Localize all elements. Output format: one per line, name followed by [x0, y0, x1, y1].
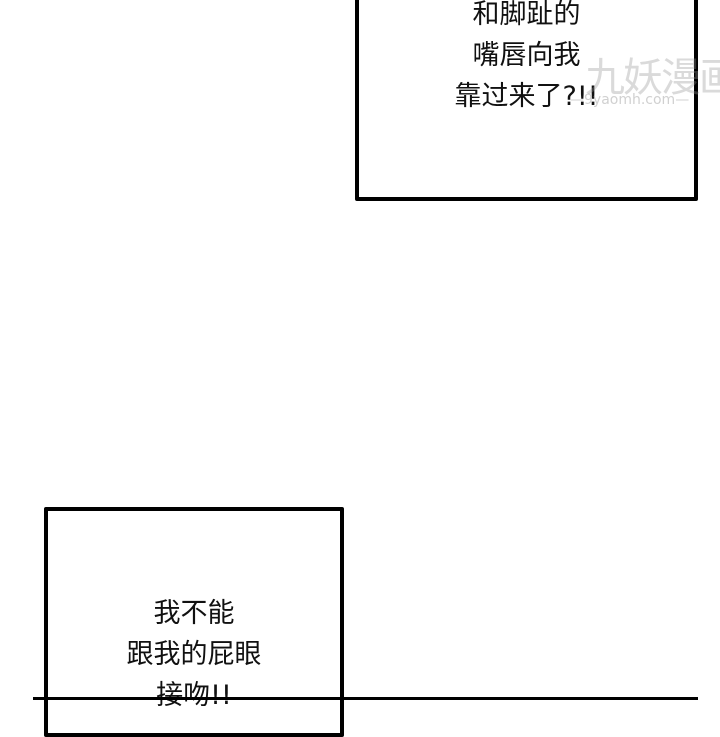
- caption-line: 靠过来了?!!: [454, 81, 599, 112]
- watermark-logo: 九妖漫画: [585, 55, 720, 101]
- caption-line: 我不能: [153, 598, 235, 629]
- caption-text: 和脚趾的 嘴唇向我 靠过来了?!!: [359, 0, 694, 117]
- speech-box-bottom: 我不能 跟我的屁眼 接吻!!: [44, 507, 344, 737]
- caption-line: 和脚趾的: [472, 0, 581, 30]
- caption-line: 跟我的屁眼: [126, 639, 262, 670]
- watermark-url: —9yaomh.com—: [570, 92, 690, 108]
- panel-border-line: [33, 697, 698, 700]
- caption-line: 嘴唇向我: [472, 40, 581, 71]
- speech-box-top: 和脚趾的 嘴唇向我 靠过来了?!!: [355, 0, 698, 201]
- caption-line: 接吻!!: [156, 680, 232, 711]
